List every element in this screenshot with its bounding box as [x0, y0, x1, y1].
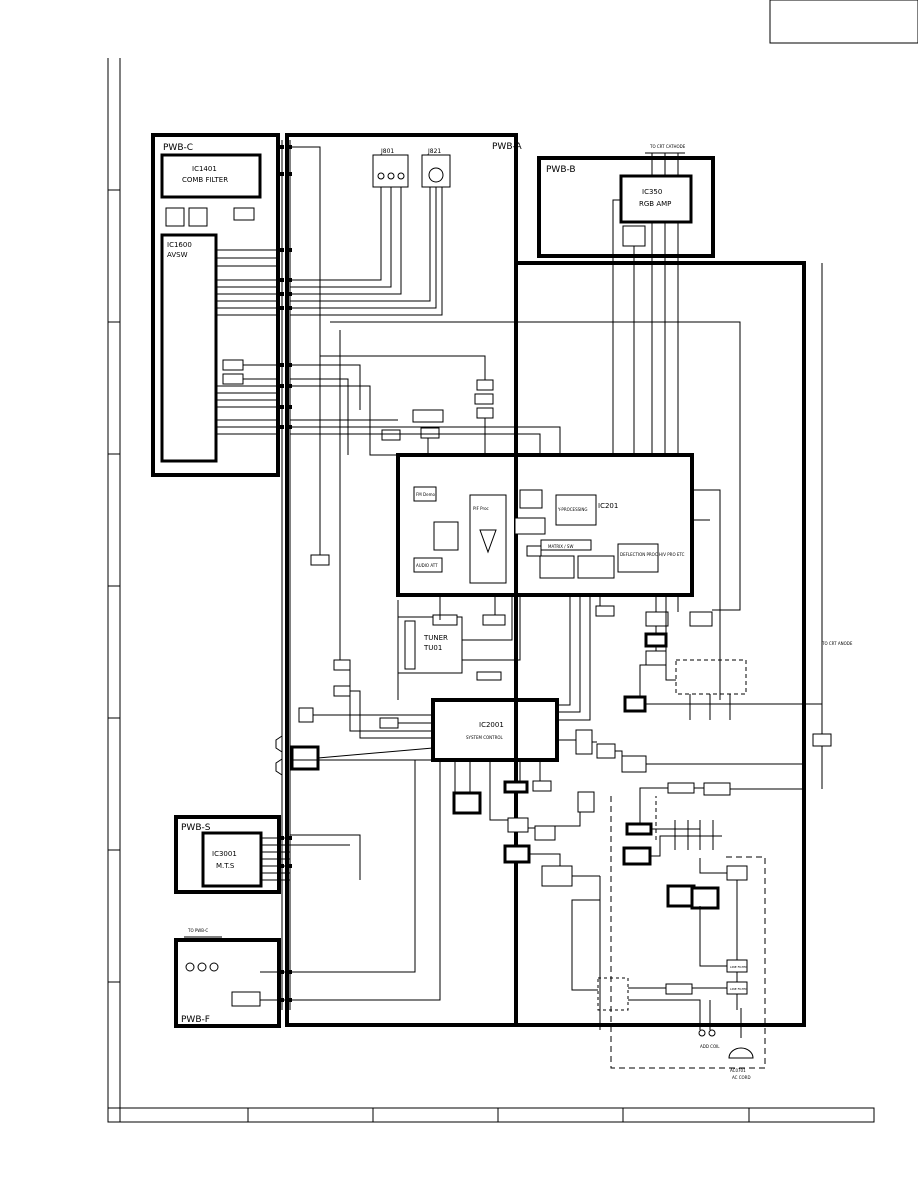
fm-demo-label: FM Demo: [416, 492, 435, 497]
pwb-f-label: PWB-F: [181, 1015, 210, 1025]
ic1401-block: [160, 153, 262, 199]
column-ticks: [247, 1108, 750, 1122]
deflection-label: DEFLECTION PROC.H/V PRO ETC: [620, 552, 685, 557]
pwb-s-lines: [261, 837, 290, 881]
jack-lines: [290, 187, 443, 316]
ic2001-label: IC2001: [479, 721, 504, 729]
line-filter-1-label: LINE FILTER: [730, 965, 747, 969]
j801-jack: [372, 154, 409, 188]
pif-proc-label: PIF Proc: [473, 506, 489, 511]
y-processing-block: [555, 494, 597, 526]
audio-att-label: AUDIO ATT: [416, 563, 438, 568]
ic1401-label: IC1401: [192, 165, 217, 173]
title-corner-box: [769, 0, 918, 44]
pif-amp-symbol: [479, 529, 497, 554]
fuse-block: [726, 865, 748, 881]
j821-pin: [428, 167, 444, 183]
y-processing-label: Y-PROCESSING: [557, 507, 587, 512]
avsw-label: AVSW: [167, 251, 188, 259]
pwb-a-wiring: [290, 146, 823, 1001]
matrix-block: [540, 539, 592, 551]
rgb-amp-label: RGB AMP: [639, 200, 671, 208]
crt-anode-label: TO CRT ANODE: [821, 641, 853, 646]
pwb-c-signal-lines: [216, 249, 278, 435]
tu01-label: TU01: [423, 644, 442, 652]
audio-att-block: [413, 557, 443, 573]
pwb-c-board: [151, 133, 280, 477]
pwb-a-heavy-blocks: [290, 632, 720, 910]
pwb-b-wiring: [600, 152, 685, 456]
comb-filter-label: COMB FILTER: [182, 176, 228, 184]
ic350-label: IC350: [642, 188, 662, 196]
ic3001-block: [201, 831, 263, 888]
add-coil: [698, 1029, 716, 1037]
sif-proc-block: [433, 521, 459, 551]
row-ticks: [108, 189, 120, 983]
pwb-b-driver-block: [622, 225, 646, 247]
pwb-b-board: [537, 156, 715, 258]
pwb-s-label: PWB-S: [181, 823, 211, 833]
system-control-label: SYSTEM CONTROL: [466, 735, 504, 740]
power-transformer-area: [597, 977, 629, 1011]
power-wiring: [571, 858, 742, 1038]
pwb-b-label: PWB-B: [546, 165, 576, 175]
connector-dots: [280, 145, 806, 1002]
ic1600-label: IC1600: [167, 241, 192, 249]
ic2001-block: [431, 698, 559, 762]
j801-pins: [377, 172, 405, 180]
j821-label: J821: [427, 148, 441, 155]
fm-demo-block: [413, 486, 437, 502]
contrast-block: [577, 555, 615, 579]
pif-proc-block: [469, 494, 507, 584]
ic1600-block: [160, 233, 218, 463]
line-filter-2-label: LINE FILTER: [730, 987, 747, 991]
pwb-f-key-block: [231, 991, 261, 1007]
pwb-f-jacks: [184, 936, 222, 972]
ac-cord-label: AC CORD: [732, 1075, 751, 1080]
ext-rgb-block: [539, 555, 575, 579]
ic3001-label: IC3001: [212, 850, 237, 858]
power-area-boundary: [610, 796, 766, 1069]
ic350-block: [619, 174, 693, 224]
to-pwb-c-label: TO PWB-C: [187, 928, 208, 933]
pwb-c-label: PWB-C: [163, 143, 193, 153]
tuner-label: TUNER: [423, 634, 448, 642]
bottom-ruler: [107, 1107, 875, 1123]
pwb-c-buffers: [165, 207, 255, 385]
ic201-label: IC201: [598, 502, 618, 510]
j801-label: J801: [380, 148, 394, 155]
chroma-demod-block: [514, 517, 546, 535]
ac-cord-ref-label: AC0701: [730, 1068, 746, 1073]
relay-block: [665, 983, 693, 995]
mts-label: M.T.S: [216, 862, 235, 870]
pwb-s-board: [174, 815, 281, 894]
fbt-block: [675, 659, 747, 695]
pwb-f-lines: [260, 971, 290, 1001]
tuner-pins: [404, 620, 416, 670]
bright-block: [526, 545, 542, 557]
add-coil-label: ADD COIL: [700, 1044, 720, 1049]
ic201-block: [396, 453, 694, 597]
matrix-label: MATRIX / SW: [548, 544, 573, 549]
pwb-f-board: [174, 938, 281, 1028]
to-crt-cathode-label: TO CRT CATHODE: [649, 144, 686, 149]
deflection-block: [617, 543, 659, 573]
pwb-a-label: PWB-A: [492, 142, 523, 152]
demod-block: [519, 489, 543, 509]
ac-plug-icon: [728, 1047, 754, 1059]
pwb-a-board-outline: [287, 135, 806, 1027]
speakers: [275, 735, 283, 776]
